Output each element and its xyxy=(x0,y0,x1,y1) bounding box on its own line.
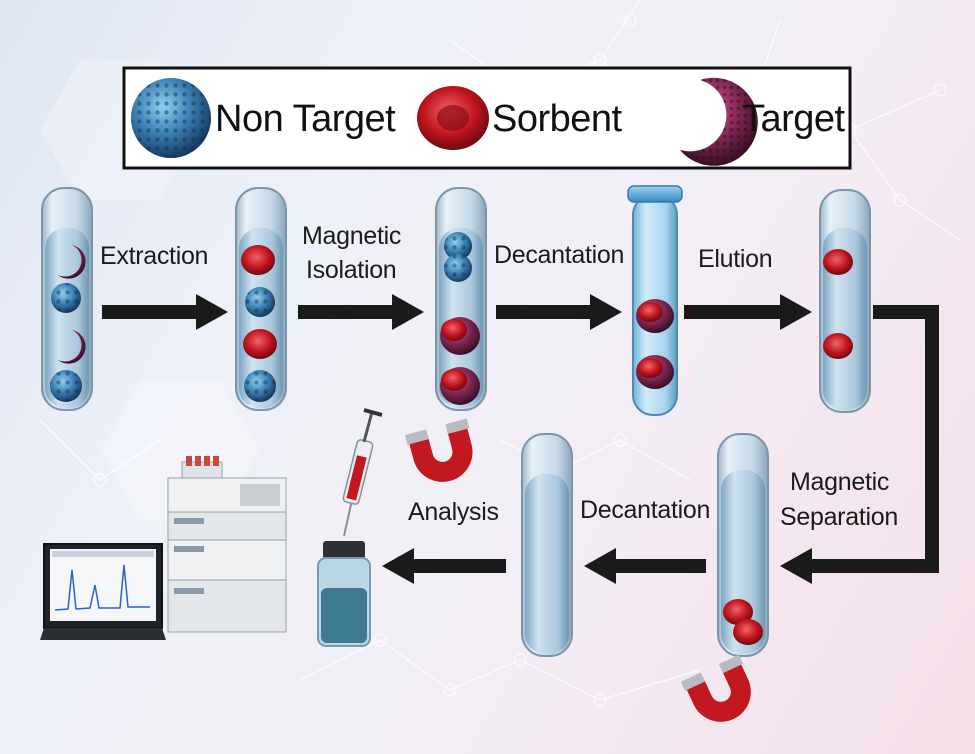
legend-label-non-target: Non Target xyxy=(215,98,396,140)
magnet-icon-bottom xyxy=(680,654,751,722)
non-target-particle-legend xyxy=(131,78,211,158)
legend-label-sorbent: Sorbent xyxy=(492,98,622,140)
arrow-analysis xyxy=(382,548,506,584)
label-magnetic-separation-line1: Magnetic xyxy=(790,468,890,496)
arrow-elution xyxy=(684,294,812,330)
target-particle-legend xyxy=(680,77,758,166)
tube-elution xyxy=(819,189,871,413)
tube-magnetic-isolation xyxy=(435,187,487,411)
tube-eluate xyxy=(521,433,573,657)
label-decantation-bottom: Decantation xyxy=(580,496,711,524)
label-elution: Elution xyxy=(698,245,773,273)
tube-initial-sample xyxy=(41,187,93,411)
syringe-icon xyxy=(342,408,383,537)
vial-icon xyxy=(317,541,371,647)
hplc-instrument-icon xyxy=(167,456,287,633)
tube-magnetic-separation xyxy=(717,433,769,657)
label-magnetic-isolation-line1: Magnetic xyxy=(302,222,402,250)
arrow-connector-right xyxy=(780,305,939,584)
label-magnetic-separation-line2: Separation xyxy=(780,503,898,531)
tube-after-extraction xyxy=(235,187,287,411)
tube-decantation xyxy=(627,185,683,416)
arrow-extraction xyxy=(102,294,228,330)
label-extraction: Extraction xyxy=(100,242,209,270)
sorbent-particle-legend xyxy=(417,86,489,150)
magnet-icon-top xyxy=(404,418,473,482)
label-decantation-top: Decantation xyxy=(494,241,625,269)
label-magnetic-isolation-line2: Isolation xyxy=(306,256,397,284)
arrow-decantation-bottom xyxy=(584,548,706,584)
arrow-decantation-top xyxy=(496,294,622,330)
monitor-icon xyxy=(40,543,166,640)
legend-label-target: Target xyxy=(742,98,845,140)
arrow-magnetic-isolation xyxy=(298,294,424,330)
label-analysis: Analysis xyxy=(408,498,499,526)
